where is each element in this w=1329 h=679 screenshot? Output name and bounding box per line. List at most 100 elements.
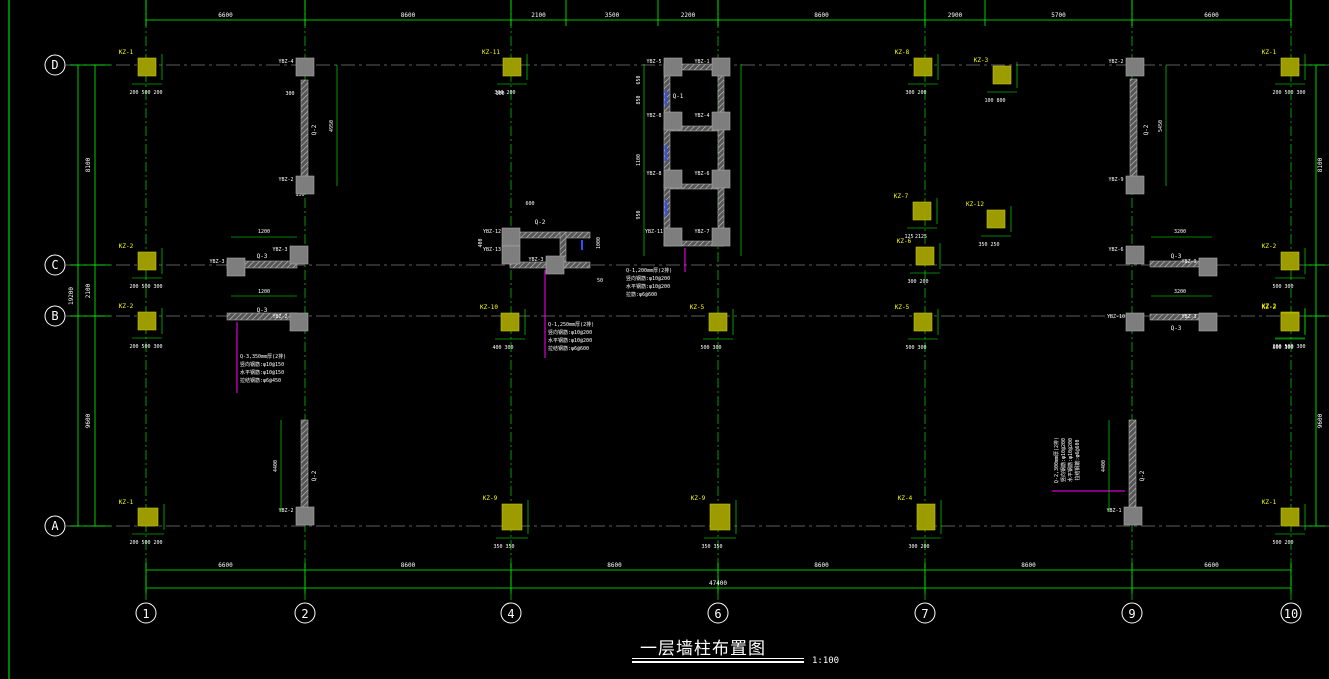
- wall-table-line: 竖向钢筋:φ10@200: [626, 275, 670, 282]
- column-dim-text: 100: [984, 98, 993, 104]
- wall-column: [663, 57, 683, 77]
- wall-table-line: 竖向钢筋:φ10@200: [548, 329, 592, 336]
- axis-bubble: [44, 515, 66, 537]
- column-dim-text: 500: [1284, 90, 1293, 96]
- wall-table-line: 水平钢筋:φ10@200: [1067, 438, 1074, 482]
- misc-dim-text: 300: [285, 91, 294, 97]
- column-dim-text: 2125: [915, 234, 927, 240]
- wall: [509, 231, 591, 239]
- wall-column: [1123, 506, 1143, 526]
- column-dim-text: 300: [494, 90, 503, 96]
- axis-label: 7: [921, 607, 928, 621]
- misc-dim-text: 1200: [258, 229, 270, 235]
- column-dim-text: 500: [700, 345, 709, 351]
- misc-dim-text: 4950: [329, 120, 335, 132]
- misc-dim-text: 650: [636, 75, 642, 84]
- wall: [300, 419, 309, 513]
- wall-column-label: YBZ-9: [1181, 259, 1196, 265]
- column-dim-text: 300: [504, 345, 513, 351]
- column-label: KZ-10: [480, 304, 498, 311]
- column-dim-text: 400: [492, 345, 501, 351]
- wall: [1128, 419, 1137, 513]
- column-dim-text: 200: [506, 90, 515, 96]
- column-dim-text: 500: [141, 540, 150, 546]
- wall-table-line: 水平钢筋:φ10@200: [626, 283, 670, 290]
- wall-table-line: 竖向钢筋:φ10@200: [1060, 438, 1067, 482]
- wall-table: Q-1,200mm厚(2排)竖向钢筋:φ10@200水平钢筋:φ10@200拉筋…: [626, 267, 672, 298]
- wall-column: [1125, 312, 1145, 332]
- wall-label: Q-2: [535, 219, 546, 226]
- concrete-column: [137, 251, 157, 271]
- wall-column: [501, 245, 521, 265]
- misc-dim-text: 3200: [1174, 229, 1186, 235]
- concrete-column: [501, 503, 523, 531]
- dim-text-bottom: 8600: [1021, 562, 1036, 569]
- wall-label: Q-3: [257, 253, 268, 260]
- wall-column: [1125, 57, 1145, 77]
- axis-label: D: [51, 58, 58, 72]
- column-dim-text: 500: [1272, 284, 1281, 290]
- column-dim-text: 300: [1296, 344, 1305, 350]
- wall-table-line: 拉结钢筋:φ6@600: [1074, 439, 1081, 480]
- column-label: KZ-8: [895, 49, 910, 56]
- wall-column: [663, 169, 683, 189]
- dim-text-top: 5700: [1051, 12, 1066, 19]
- concrete-column: [913, 312, 933, 332]
- wall-table-line: 竖向钢筋:φ10@150: [240, 361, 284, 368]
- wall-column: [289, 312, 309, 332]
- axis-bubble: [44, 54, 66, 76]
- concrete-column: [1280, 507, 1300, 527]
- concrete-column: [912, 201, 932, 221]
- concrete-column: [1280, 57, 1300, 77]
- dim-text-top: 3500: [605, 12, 620, 19]
- wall-column-label: YBZ-8: [646, 113, 661, 119]
- column-dim-text: 200: [129, 540, 138, 546]
- wall-column: [1198, 312, 1218, 332]
- concrete-column: [1280, 312, 1300, 332]
- axis-label: 6: [714, 607, 721, 621]
- column-label: KZ-7: [894, 193, 909, 200]
- wall-label: Q-1: [673, 93, 684, 100]
- column-dim-text: 250: [990, 242, 999, 248]
- misc-dim-text: 5450: [1158, 120, 1164, 132]
- column-dim-text: 800: [996, 98, 1005, 104]
- wall-column-label: YBZ-6: [1108, 247, 1123, 253]
- wall-table-title: Q-1,200mm厚(2排): [626, 267, 672, 274]
- column-label: KZ-1: [119, 499, 134, 506]
- wall-column: [711, 169, 731, 189]
- dim-text-top: 2200: [681, 12, 696, 19]
- misc-dim-text: 4400: [1101, 460, 1107, 472]
- concrete-column: [916, 503, 936, 531]
- dim-text-top: 8600: [814, 12, 829, 19]
- column-dim-text: 300: [908, 544, 917, 550]
- column-label: KZ-5: [690, 304, 705, 311]
- axis-bubble: [707, 602, 729, 624]
- column-label: KZ-6: [897, 238, 912, 245]
- dim-text-left-total: 19200: [68, 287, 75, 305]
- wall-column: [1198, 257, 1218, 277]
- misc-dim-text: 1000: [596, 237, 602, 249]
- drawing-scale: 1:100: [812, 656, 840, 666]
- axis-label: A: [51, 519, 59, 533]
- wall-column-label: YBZ-9: [1108, 177, 1123, 183]
- wall-column-label: YBZ-2: [1108, 59, 1123, 65]
- column-dim-text: 200: [129, 344, 138, 350]
- axis-bubble: [500, 602, 522, 624]
- misc-dim-text: 150: [295, 192, 304, 198]
- misc-dim-text: 950: [636, 210, 642, 219]
- column-dim-text: 200: [153, 540, 162, 546]
- axis-bubble: [44, 305, 66, 327]
- axis-bubble: [914, 602, 936, 624]
- dim-text-right: 8100: [1317, 157, 1324, 172]
- column-dim-text: 350: [701, 544, 710, 550]
- column-dim-text: 200: [153, 90, 162, 96]
- wall-column: [1125, 245, 1145, 265]
- wall-column-label: YBZ-2: [272, 314, 287, 320]
- wall-label: Q-3: [1171, 325, 1182, 332]
- column-label: KZ-11: [482, 49, 500, 56]
- wall-column: [295, 506, 315, 526]
- wall-column: [226, 257, 246, 277]
- axis-bubble: [1121, 602, 1143, 624]
- wall-column-label: YBZ-1: [694, 59, 709, 65]
